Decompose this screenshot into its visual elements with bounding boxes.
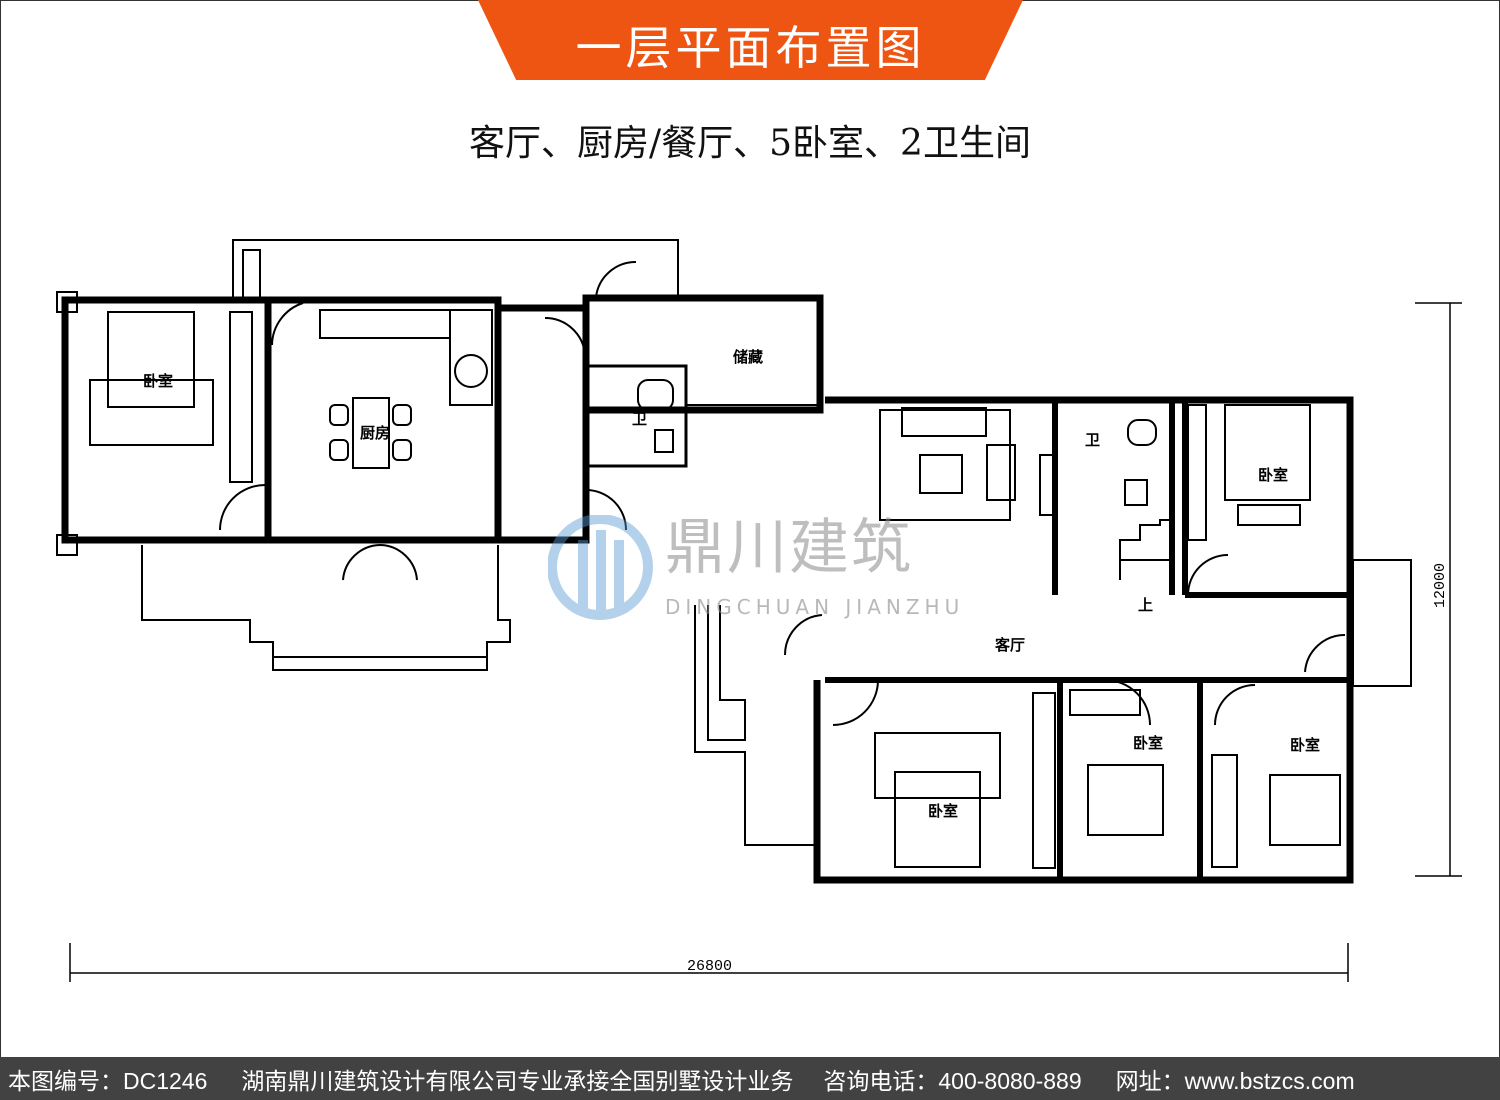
label-living: 客厅	[994, 636, 1025, 654]
label-bedroom-2: 卧室	[1258, 466, 1288, 484]
bed-1	[107, 311, 195, 408]
label-bedroom-3: 卧室	[928, 802, 958, 820]
label-bedroom-5: 卧室	[1290, 736, 1320, 754]
label-bathroom-2: 卫	[1085, 431, 1100, 449]
bed-3	[894, 771, 981, 868]
bedroom-4-furniture	[1087, 764, 1164, 836]
sofa	[901, 407, 987, 437]
watermark-en: DINGCHUAN JIANZHU	[665, 595, 965, 619]
bed-rug-1	[89, 379, 214, 446]
footer-phone: 咨询电话：400-8080-889	[823, 1067, 1082, 1094]
subtitle: 客厅、厨房/餐厅、5卧室、2卫生间	[469, 123, 1031, 164]
bathroom-1-walls	[586, 364, 688, 468]
label-bathroom-1: 卫	[632, 410, 647, 428]
label-storage: 储藏	[733, 348, 763, 366]
label-bedroom-4: 卧室	[1133, 734, 1163, 752]
title-banner: 一层平面布置图	[478, 0, 1023, 80]
dimension-height: 12000	[1432, 563, 1449, 608]
bedroom-1-walls	[61, 296, 272, 544]
coffee-table	[919, 454, 963, 494]
wardrobe-2	[1187, 404, 1207, 541]
label-stairs-up: 上	[1138, 596, 1153, 614]
wardrobe-3	[1032, 692, 1056, 869]
footer-website[interactable]: 网址：www.bstzcs.com	[1115, 1067, 1355, 1094]
label-bedroom-1: 卧室	[143, 372, 173, 390]
footer-code: 本图编号：DC1246	[8, 1067, 208, 1094]
dimension-width: 26800	[687, 958, 732, 975]
kitchen-walls	[264, 296, 502, 544]
watermark-logo	[548, 515, 653, 620]
bedroom-5-furniture	[1269, 774, 1341, 846]
page-title: 一层平面布置图	[575, 21, 926, 75]
wardrobe-5	[1211, 754, 1238, 868]
living-rug	[879, 409, 1011, 521]
footer-bar: 本图编号：DC1246 湖南鼎川建筑设计有限公司专业承接全国别墅设计业务 咨询电…	[0, 1057, 1500, 1100]
walls	[56, 239, 1462, 982]
armchair	[986, 444, 1016, 501]
label-kitchen: 厨房	[360, 424, 390, 442]
footer-company: 湖南鼎川建筑设计有限公司专业承接全国别墅设计业务	[241, 1067, 794, 1094]
watermark-cn: 鼎川建筑	[665, 513, 913, 583]
kitchen-counter	[319, 309, 451, 339]
bed-2	[1224, 404, 1311, 501]
bed-rug-3	[874, 732, 1001, 799]
dining-table	[352, 397, 390, 469]
wardrobe-1	[229, 311, 253, 483]
